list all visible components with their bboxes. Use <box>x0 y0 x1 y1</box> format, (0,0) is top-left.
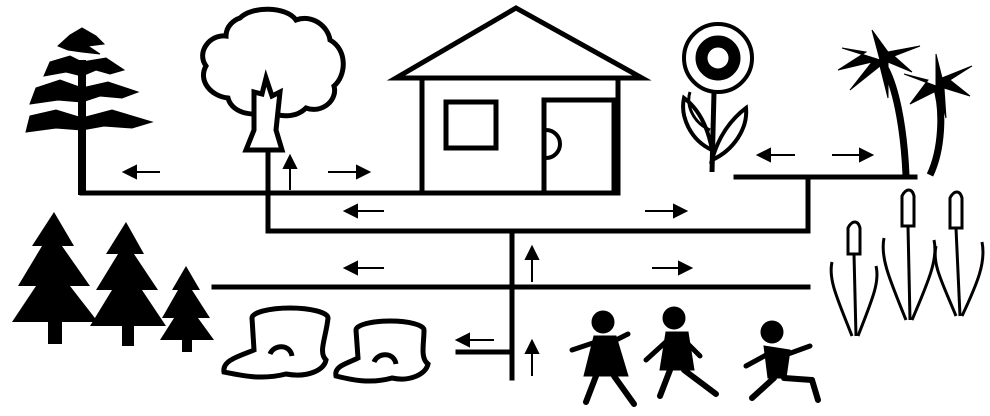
tree-stump-icon <box>336 321 428 381</box>
deciduous-tree-icon <box>203 9 344 150</box>
arrow-left-icon <box>758 149 795 161</box>
arrow-up-icon <box>526 247 538 282</box>
arrow-right-icon <box>328 166 369 178</box>
sunflower-icon <box>683 24 752 172</box>
cattails-icon <box>831 190 983 336</box>
arrow-left-icon <box>124 166 160 178</box>
child-figure <box>572 311 634 404</box>
arrow-right-icon <box>832 149 872 161</box>
child-figure <box>646 307 716 396</box>
arrow-right-icon <box>652 262 691 274</box>
fir-trees-icon <box>12 212 214 352</box>
child-figure <box>746 321 818 400</box>
palm-trees-icon <box>838 30 972 175</box>
arrow-left-icon <box>345 205 384 217</box>
arrow-up-icon <box>284 156 296 190</box>
arrow-left-icon <box>345 262 384 274</box>
arrow-left-icon <box>457 334 494 346</box>
arrow-up-icon <box>526 341 538 376</box>
tree-stump-icon <box>224 308 328 377</box>
house-icon <box>396 8 642 193</box>
running-children-icon <box>572 307 818 404</box>
arrow-right-icon <box>645 205 686 217</box>
